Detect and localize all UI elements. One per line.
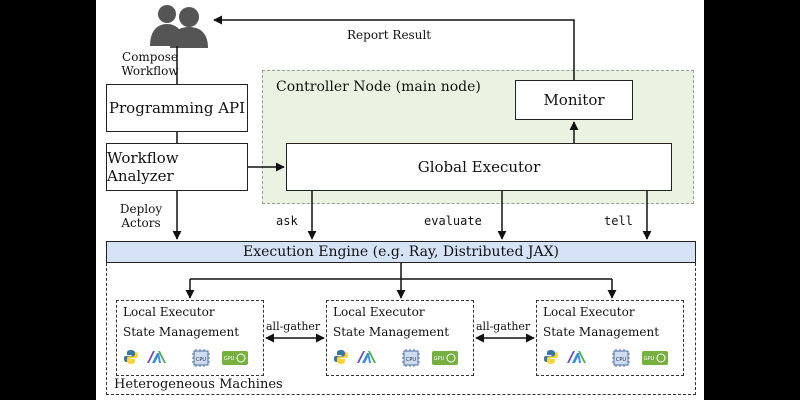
report-result-arrow <box>213 15 575 80</box>
diagram-canvas: Controller Node (main node) Report Resul… <box>96 0 704 400</box>
workflow-analyzer-box: Workflow Analyzer <box>106 143 248 191</box>
engine-to-locals-line <box>190 263 612 280</box>
cpu-chip-label: CPU <box>616 357 627 363</box>
heterogeneous-machines-region <box>106 263 696 395</box>
connector-lines <box>172 15 652 343</box>
local-executor-2: Local Executor State Management CPU GPU <box>326 300 474 376</box>
programming-api-box: Programming API <box>106 84 248 132</box>
state-management-label: State Management <box>543 325 660 339</box>
python-icon <box>123 349 139 369</box>
gpu-chip-label: GPU <box>644 356 655 362</box>
execution-engine-box: Execution Engine (e.g. Ray, Distributed … <box>106 241 696 263</box>
compose-workflow-line2: Workflow <box>121 64 179 78</box>
python-icon <box>333 349 349 369</box>
jax-icon <box>145 349 167 369</box>
report-result-label: Report Result <box>347 28 432 42</box>
deploy-actors-label: Deploy Actors <box>110 202 172 230</box>
state-management-label: State Management <box>333 325 450 339</box>
jax-icon <box>355 349 377 369</box>
ask-label: ask <box>276 214 298 228</box>
jax-icon <box>565 349 587 369</box>
state-management-label: State Management <box>123 325 240 339</box>
cpu-chip-label: CPU <box>406 357 417 363</box>
monitor-box: Monitor <box>515 80 633 120</box>
local-executor-title: Local Executor <box>543 305 635 319</box>
deploy-actors-line1: Deploy <box>119 202 163 216</box>
all-gather-label-1: all-gather <box>266 320 321 333</box>
cpu-icon: CPU <box>191 349 211 371</box>
local-executor-title: Local Executor <box>333 305 425 319</box>
cpu-chip-label: CPU <box>196 357 207 363</box>
gpu-icon: GPU <box>431 349 459 371</box>
python-icon <box>543 349 559 369</box>
local-executor-3: Local Executor State Management CPU GPU <box>536 300 684 376</box>
local-executor-1: Local Executor State Management CPU GPU <box>116 300 264 376</box>
all-gather-label-2: all-gather <box>476 320 531 333</box>
controller-node-label: Controller Node (main node) <box>276 79 481 95</box>
compose-workflow-label: Compose Workflow <box>110 50 190 78</box>
cpu-icon: CPU <box>611 349 631 371</box>
gpu-icon: GPU <box>641 349 669 371</box>
cpu-icon: CPU <box>401 349 421 371</box>
heterogeneous-machines-label: Heterogeneous Machines <box>114 377 283 392</box>
deploy-actors-line2: Actors <box>121 216 161 230</box>
gpu-icon: GPU <box>221 349 249 371</box>
compose-workflow-line1: Compose <box>122 50 178 64</box>
evaluate-label: evaluate <box>424 214 482 228</box>
users-icon <box>150 5 208 48</box>
tell-label: tell <box>604 214 633 228</box>
gpu-chip-label: GPU <box>434 356 445 362</box>
global-executor-box: Global Executor <box>286 143 672 191</box>
gpu-chip-label: GPU <box>224 356 235 362</box>
local-executor-title: Local Executor <box>123 305 215 319</box>
